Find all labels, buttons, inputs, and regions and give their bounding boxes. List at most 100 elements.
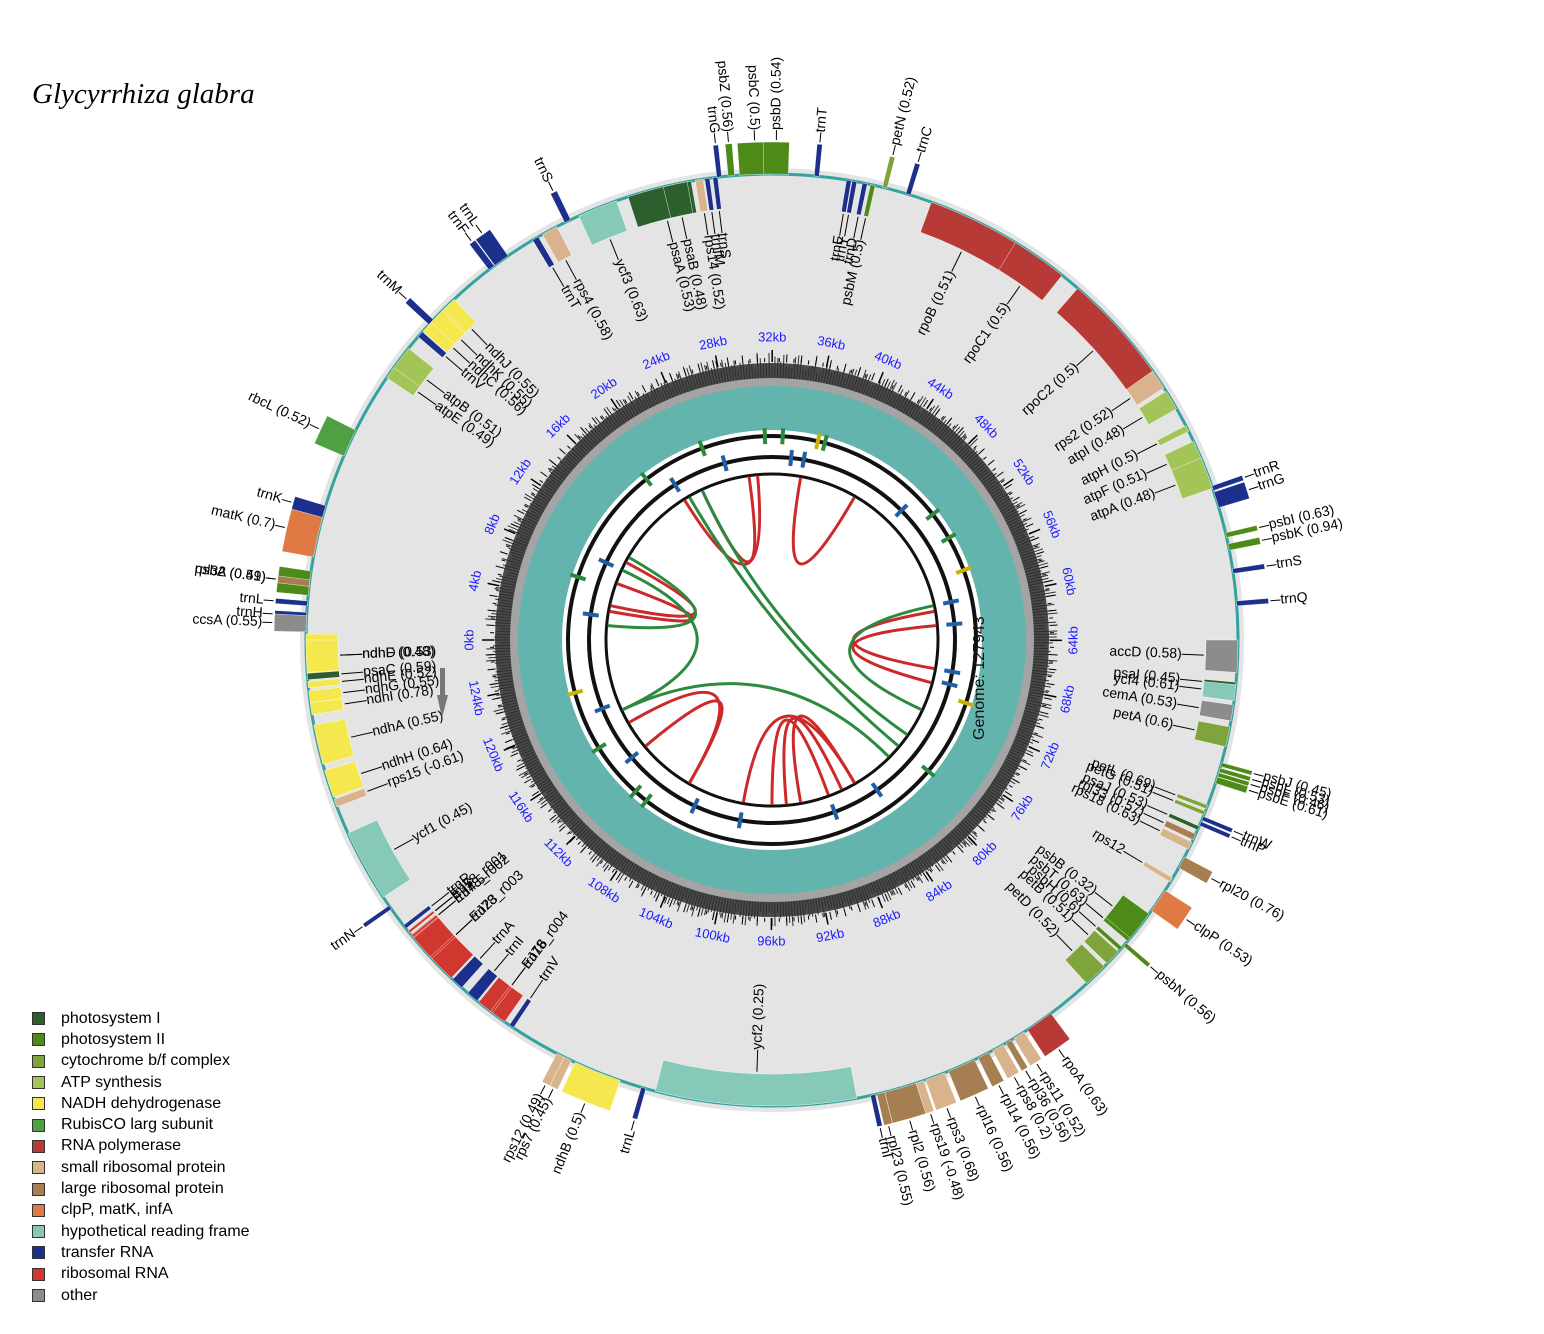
gene-label: trnQ [1280,589,1309,607]
kb-minor-tick [1042,704,1047,707]
gc-bar [1013,741,1026,747]
kb-minor-tick [1040,711,1049,715]
species-title: Glycyrrhiza glabra [32,78,255,110]
gc-bar [857,369,867,393]
gc-bar [1023,560,1045,568]
gc-bar [546,483,558,491]
gc-bar [513,514,537,527]
gc-bar [970,458,983,470]
gc-bar [890,873,898,885]
gc-bar [809,899,814,917]
gc-bar [492,672,513,676]
gc-bar [568,814,578,824]
kb-major-tick [1044,693,1057,698]
gene-leader-line [1139,820,1160,832]
gc-bar [1000,501,1018,512]
repeat-mark [820,434,829,452]
gc-bar [653,878,664,899]
gc-bar [703,364,710,386]
kb-minor-tick [1025,523,1034,528]
gene-leader-line [341,678,364,682]
gene-leader-line [1250,784,1261,788]
gc-bar [847,368,855,390]
repeat-ring-outer [566,434,978,846]
gene-block [578,200,628,246]
gc-bar [650,383,661,404]
gc-bar [499,593,514,597]
gene-leader-line [1123,850,1143,863]
gene-leader-line [393,838,414,850]
gc-bar [587,836,600,850]
gc-bar [1026,574,1049,581]
repeat-arc [848,604,934,712]
kb-minor-tick [637,391,640,396]
gc-bar [615,414,623,426]
gc-bar [521,508,541,520]
gc-bar [885,875,896,896]
gc-bar [796,355,800,380]
gc-bar [888,392,896,406]
gene-block [1095,925,1123,951]
gc-bar [618,859,630,876]
kb-major-tick [926,398,934,410]
legend-item: hypothetical reading frame [32,1221,250,1242]
gc-bar [689,890,697,911]
kb-minor-tick [1038,718,1043,721]
gc-bar [538,495,550,503]
gc-bar [855,377,861,392]
kb-major-tick [967,836,978,846]
gc-bar [617,860,633,883]
gc-bar [865,884,871,895]
legend-swatch [32,1161,45,1175]
gc-bar [706,361,713,386]
gc-bar [873,381,881,399]
gene-label: ycf4 (0.61) [1113,670,1181,693]
gene-block [1178,856,1213,884]
gene-block [467,968,498,1002]
gc-bar [571,816,580,825]
gene-block [430,934,456,959]
kb-minor-tick [591,417,598,425]
gc-bar [1032,669,1055,674]
gene-leader-line [1252,779,1262,783]
gc-bar [918,856,930,872]
kb-minor-tick [580,846,587,853]
gc-bar [501,699,518,704]
gc-bar [1019,725,1032,731]
gc-bar [820,897,826,918]
kb-tick-label: 96kb [757,933,785,948]
kb-minor-tick [504,739,513,743]
gene-label: trnS [531,154,557,184]
gc-bar [988,786,1003,798]
gene-label: petN (0.52) [886,75,918,147]
kb-minor-tick [734,915,737,920]
gc-content-bars [485,352,1058,927]
gc-bar [490,683,514,689]
gc-bar [907,863,919,881]
repeat-ring-inner [604,472,940,808]
kb-minor-tick [615,399,622,408]
gc-bar [526,768,544,779]
kb-minor-tick [720,913,722,918]
gc-bar [584,830,594,840]
gene-leader-line [1248,789,1259,794]
gc-bar [801,369,804,380]
gene-block [814,143,823,177]
gc-bar [820,369,825,383]
gc-bar [525,513,539,522]
gene-label: clpP (0.53) [1191,917,1256,968]
kb-minor-tick [683,904,687,913]
legend-item: small ribosomal protein [32,1157,250,1178]
kb-minor-tick [814,357,818,366]
gc-bar [828,372,833,385]
gene-leader-line [1025,1070,1032,1080]
kb-minor-tick [850,906,853,911]
gc-bar [1029,588,1041,592]
gc-bar [539,782,553,791]
gene-leader-line [530,979,544,999]
gc-bar [940,428,951,441]
gc-bar [655,876,661,888]
gene-leader-line [263,599,274,602]
kb-minor-tick [599,415,604,420]
kb-minor-tick [549,814,557,821]
